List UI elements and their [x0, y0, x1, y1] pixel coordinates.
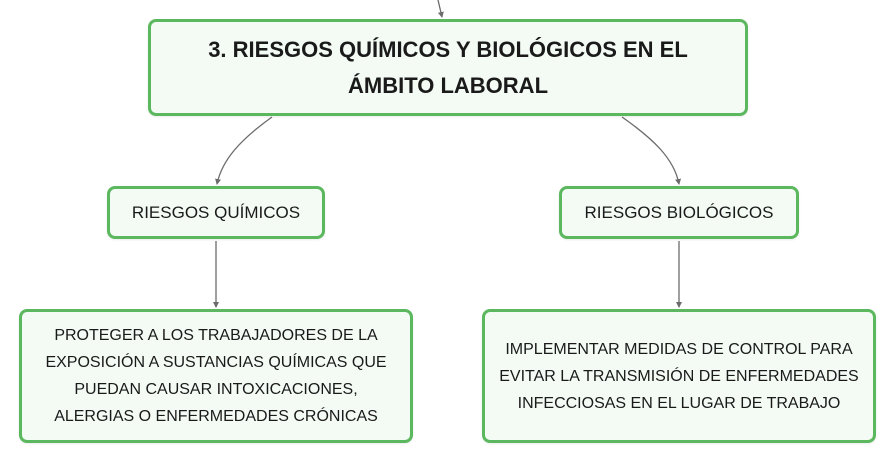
node-quimicos-description[interactable]: PROTEGER A LOS TRABAJADORES DE LA EXPOSI…: [19, 309, 413, 443]
node-riesgos-quimicos-label: RIESGOS QUÍMICOS: [131, 202, 301, 222]
connector-parent-to-root: [437, 0, 444, 18]
node-riesgos-biologicos-label: RIESGOS BIOLÓGICOS: [584, 202, 774, 222]
node-quimicos-description-text: PROTEGER A LOS TRABAJADORES DE LA EXPOSI…: [45, 327, 387, 425]
connector-root-to-chem: [215, 116, 273, 185]
root-node-title: 3. RIESGOS QUÍMICOS Y BIOLÓGICOS EN EL Á…: [208, 36, 688, 98]
node-biologicos-description-text: IMPLEMENTAR MEDIDAS DE CONTROL PARA EVIT…: [499, 340, 859, 412]
connector-root-to-bio: [621, 116, 681, 185]
node-biologicos-description[interactable]: IMPLEMENTAR MEDIDAS DE CONTROL PARA EVIT…: [482, 309, 876, 443]
node-riesgos-biologicos[interactable]: RIESGOS BIOLÓGICOS: [559, 186, 799, 239]
node-riesgos-quimicos[interactable]: RIESGOS QUÍMICOS: [107, 186, 325, 239]
root-node[interactable]: 3. RIESGOS QUÍMICOS Y BIOLÓGICOS EN EL Á…: [148, 19, 748, 116]
